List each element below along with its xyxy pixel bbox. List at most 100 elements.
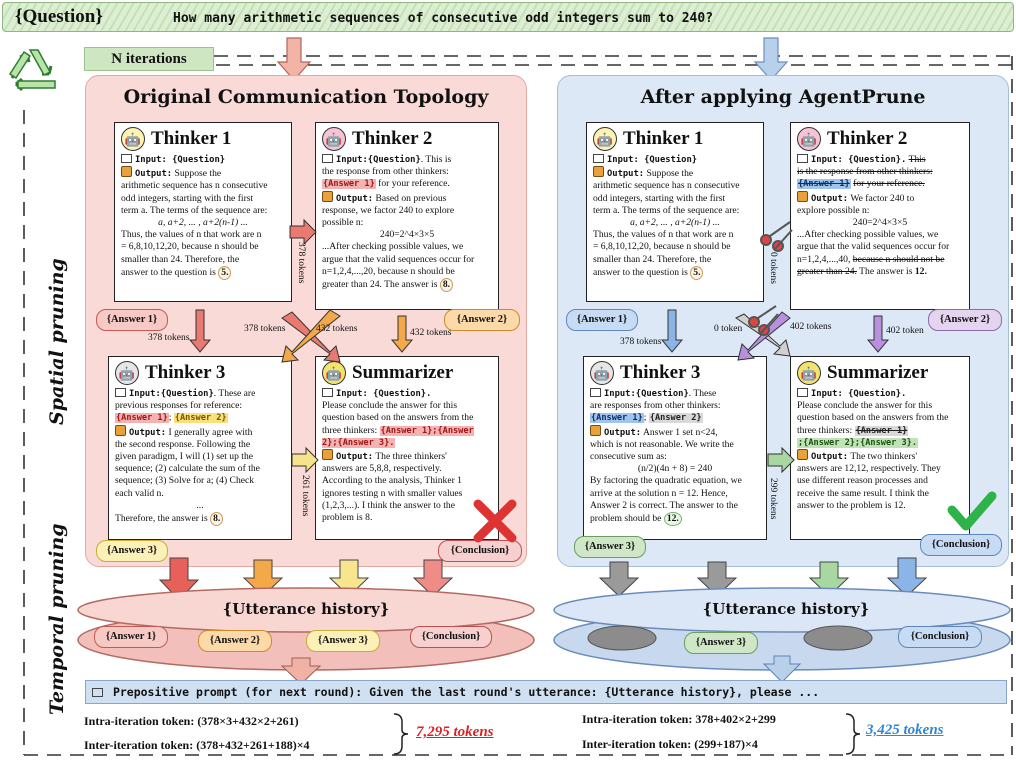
- token-label: 378 tokens: [244, 324, 286, 334]
- right-conclusion-pill: {Conclusion}: [920, 534, 1002, 556]
- text-line: given paradigm, I will (1) set up the: [115, 451, 254, 463]
- text-line: problem is 8.: [322, 512, 373, 524]
- left-brace: [393, 713, 409, 755]
- text-line: = 6,8,10,12,20, because n should be: [593, 241, 731, 253]
- text-line: Suppose the: [174, 168, 222, 180]
- right-intra-token: Intra-iteration token: 378+402×2+299: [582, 712, 776, 726]
- left-panel-title: Original Communication Topology: [123, 86, 489, 108]
- text-line: a, a+2, ... , a+2(n-1) ...: [630, 217, 720, 229]
- input-label: Input:{Question}: [336, 155, 421, 165]
- prepositive-prompt: Prepositive prompt (for next round): Giv…: [85, 680, 1007, 704]
- robot-avatar-icon: 🤖: [797, 361, 821, 385]
- arrow-down-right-panel: [753, 37, 789, 81]
- history-item: {Conclusion}: [410, 626, 492, 648]
- text-line: Answer 2 is correct. The answer to the: [590, 499, 738, 511]
- text-line: Answer 1 set n<24,: [642, 426, 718, 438]
- text-line: question based on the answers from the: [322, 412, 474, 424]
- token-label: 378 tokens: [620, 337, 662, 347]
- text-line: (1,2,3,...). I think the answer to the: [322, 499, 455, 511]
- text-line: ...After checking possible values, we: [797, 229, 939, 241]
- left-thinker2-title: Thinker 2: [352, 127, 433, 149]
- robot-avatar-icon: 🤖: [121, 127, 145, 151]
- pruned-text: is the response from other thinkers:: [797, 166, 933, 178]
- text-line: Based on previous: [375, 192, 447, 204]
- output-label: Output:: [336, 193, 374, 204]
- text-line: answer to the question is: [593, 266, 688, 278]
- input-icon: [593, 154, 604, 163]
- separator: ;: [643, 412, 647, 424]
- left-thinker3-title: Thinker 3: [145, 361, 226, 383]
- text-line: Suppose the: [646, 168, 694, 180]
- text-line: ignores testing n with smaller values: [322, 487, 463, 499]
- history-item: {Conclusion}: [898, 626, 982, 648]
- output-label: Output:: [607, 169, 645, 180]
- output-label: Output:: [336, 452, 374, 463]
- token-label: 0 token: [714, 324, 743, 334]
- text-line: . These: [688, 388, 717, 399]
- answer1-reference: {Answer 1}: [115, 413, 169, 424]
- pruned-text: for your reference.: [853, 178, 925, 190]
- text-line: explore possible n:: [797, 204, 870, 216]
- text-line: consecutive sum as:: [590, 451, 667, 463]
- robot-avatar-icon: 🤖: [797, 127, 821, 151]
- input-icon: [797, 154, 808, 163]
- pruned-history-item: [587, 625, 657, 651]
- text-line: a, a+2, ... , a+2(n-1) ...: [158, 217, 248, 229]
- text-line: for your reference.: [378, 178, 450, 190]
- input-icon: [322, 388, 333, 397]
- input-label: Input: {Question}.: [336, 389, 432, 399]
- left-summarizer-title: Summarizer: [352, 361, 454, 383]
- output-icon: [797, 449, 808, 461]
- text-line: receive the same result. I think the: [797, 487, 929, 499]
- wrong-mark-icon: [473, 499, 517, 543]
- text-line: argue that the valid sequences occur for: [322, 253, 475, 265]
- left-answer1-pill: {Answer 1}: [96, 309, 168, 331]
- right-thinker3-card: 🤖Thinker 3 Input:{Question}. These are r…: [583, 356, 767, 540]
- arrow-down-left-panel: [276, 37, 312, 81]
- equation: 240=2^4×3×5: [379, 229, 435, 241]
- output-icon: [590, 424, 601, 436]
- recycle-icon: [8, 49, 56, 92]
- robot-avatar-icon: 🤖: [590, 361, 614, 385]
- pruned-text: greater than 24.: [797, 265, 857, 277]
- pruned-answer1-reference: {Answer 1}: [854, 425, 909, 436]
- answer-value: 12.: [914, 265, 927, 277]
- text-line: The two thinkers': [850, 451, 918, 463]
- left-inter-token: Inter-iteration token: (378+432+261+188)…: [84, 738, 310, 752]
- pruned-answer1-reference: {Answer 1}: [797, 179, 851, 190]
- text-line: term a. The terms of the sequence are:: [593, 204, 740, 216]
- input-icon: [322, 154, 333, 163]
- left-thinker1-card: 🤖Thinker 1 Input: {Question} Output: Sup…: [114, 122, 292, 302]
- text-line: We factor 240 to: [850, 192, 915, 204]
- scissors-icon: [760, 221, 793, 252]
- output-icon: [115, 424, 126, 436]
- text-line: problem should be: [590, 513, 662, 525]
- text-line: three thinkers:: [322, 424, 378, 436]
- answer1-reference: {Answer 1}: [590, 413, 644, 424]
- left-summarizer-card: 🤖Summarizer Input: {Question}. Please co…: [315, 356, 499, 540]
- text-line: The three thinkers': [375, 451, 447, 463]
- input-label: Input: {Question}.: [811, 389, 907, 399]
- text-line: By factoring the quadratic equation, we: [590, 475, 742, 487]
- right-summarizer-card: 🤖Summarizer Input: {Question}. Please co…: [790, 356, 970, 540]
- question-text: How many arithmetic sequences of consecu…: [173, 11, 714, 26]
- text-line: sequence; (2) calculate the sum of the: [115, 463, 260, 475]
- left-thinker1-title: Thinker 1: [151, 127, 232, 149]
- question-tag: {Question}: [15, 6, 103, 27]
- text-line: sequence; (3) Solve for a; (4) Check: [115, 475, 255, 487]
- output-icon: [322, 190, 333, 202]
- equation: (n/2)(4n + 8) = 240: [637, 463, 713, 475]
- input-icon: [797, 388, 808, 397]
- text-line: n=1,2,4,...,20, because n should be: [322, 265, 455, 277]
- text-line: answers are 5,8,8, respectively.: [322, 463, 442, 475]
- right-brace: [845, 713, 861, 755]
- text-line: smaller than 24. Therefore, the: [121, 253, 240, 265]
- text-line: term a. The terms of the sequence are:: [121, 204, 268, 216]
- pruned-text: This: [908, 154, 926, 165]
- text-line: answers are 12,12, respectively. They: [797, 463, 941, 475]
- text-line: three thinkers:: [797, 424, 853, 436]
- text-line: smaller than 24. Therefore, the: [593, 253, 712, 265]
- left-answer3-pill: {Answer 3}: [96, 540, 168, 562]
